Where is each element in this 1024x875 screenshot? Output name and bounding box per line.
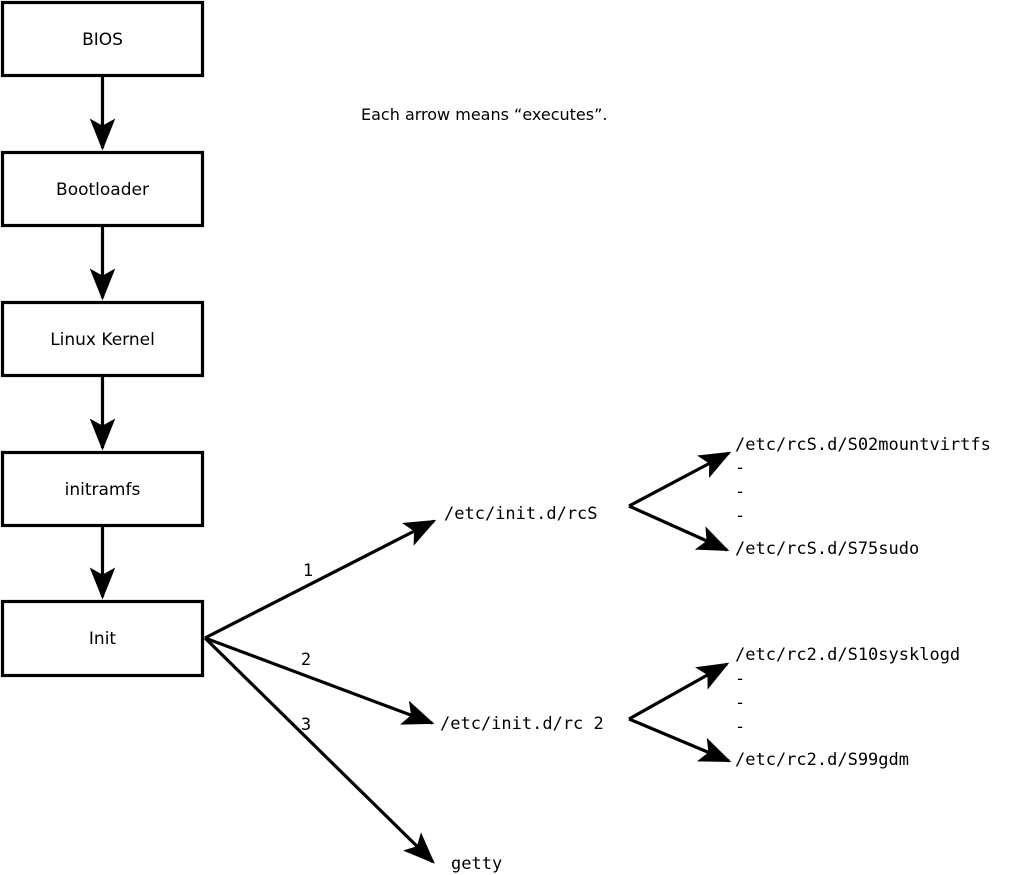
node-linux-kernel: Linux Kernel (0, 300, 205, 378)
node-initramfs: initramfs (0, 450, 205, 528)
bootloader-box (0, 150, 205, 228)
initramfs-box (0, 450, 205, 528)
bios-box (0, 0, 205, 78)
arrow-init-to-rcs (204, 519, 437, 640)
arrow-init-to-rc2 (204, 636, 435, 725)
arrow-rcs-to-first-script (628, 451, 732, 508)
rcs-ellipsis-dash-2: - (735, 482, 745, 502)
linux-kernel-label: Linux Kernel (50, 330, 155, 350)
node-bootloader: Bootloader (0, 150, 205, 228)
rc2-first-script-label: /etc/rc2.d/S10sysklogd (735, 645, 960, 665)
bootloader-label: Bootloader (56, 180, 149, 200)
arrow-rcs-to-last-script (628, 504, 730, 552)
node-getty-label: getty (451, 854, 502, 874)
edge-label-1: 1 (303, 561, 313, 581)
node-init: Init (0, 599, 205, 678)
rc2-ellipsis-dash-2: - (735, 693, 745, 713)
node-rc2-label: /etc/init.d/rc 2 (440, 714, 604, 734)
rc2-ellipsis-dash-1: - (735, 669, 745, 689)
arrow-rc2-to-first-script (628, 662, 730, 721)
rc2-ellipsis-dash-3: - (735, 717, 745, 737)
node-bios: BIOS (0, 0, 205, 78)
rc2-last-script-label: /etc/rc2.d/S99gdm (735, 750, 909, 770)
rcs-ellipsis-dash-1: - (735, 458, 745, 478)
legend-note: Each arrow means “executes”. (361, 105, 607, 124)
edge-label-3: 3 (301, 715, 311, 735)
bios-label: BIOS (82, 30, 123, 50)
init-box (0, 599, 205, 678)
arrow-rc2-to-last-script (628, 717, 732, 763)
edge-label-2: 2 (301, 650, 311, 670)
init-label: Init (89, 629, 117, 649)
initramfs-label: initramfs (65, 480, 141, 500)
node-rcs-label: /etc/init.d/rcS (444, 504, 598, 524)
rcs-last-script-label: /etc/rcS.d/S75sudo (735, 539, 919, 559)
linux-kernel-box (0, 300, 205, 378)
rcs-first-script-label: /etc/rcS.d/S02mountvirtfs (735, 435, 991, 455)
arrow-init-to-getty (203, 636, 435, 864)
rcs-ellipsis-dash-3: - (735, 506, 745, 526)
